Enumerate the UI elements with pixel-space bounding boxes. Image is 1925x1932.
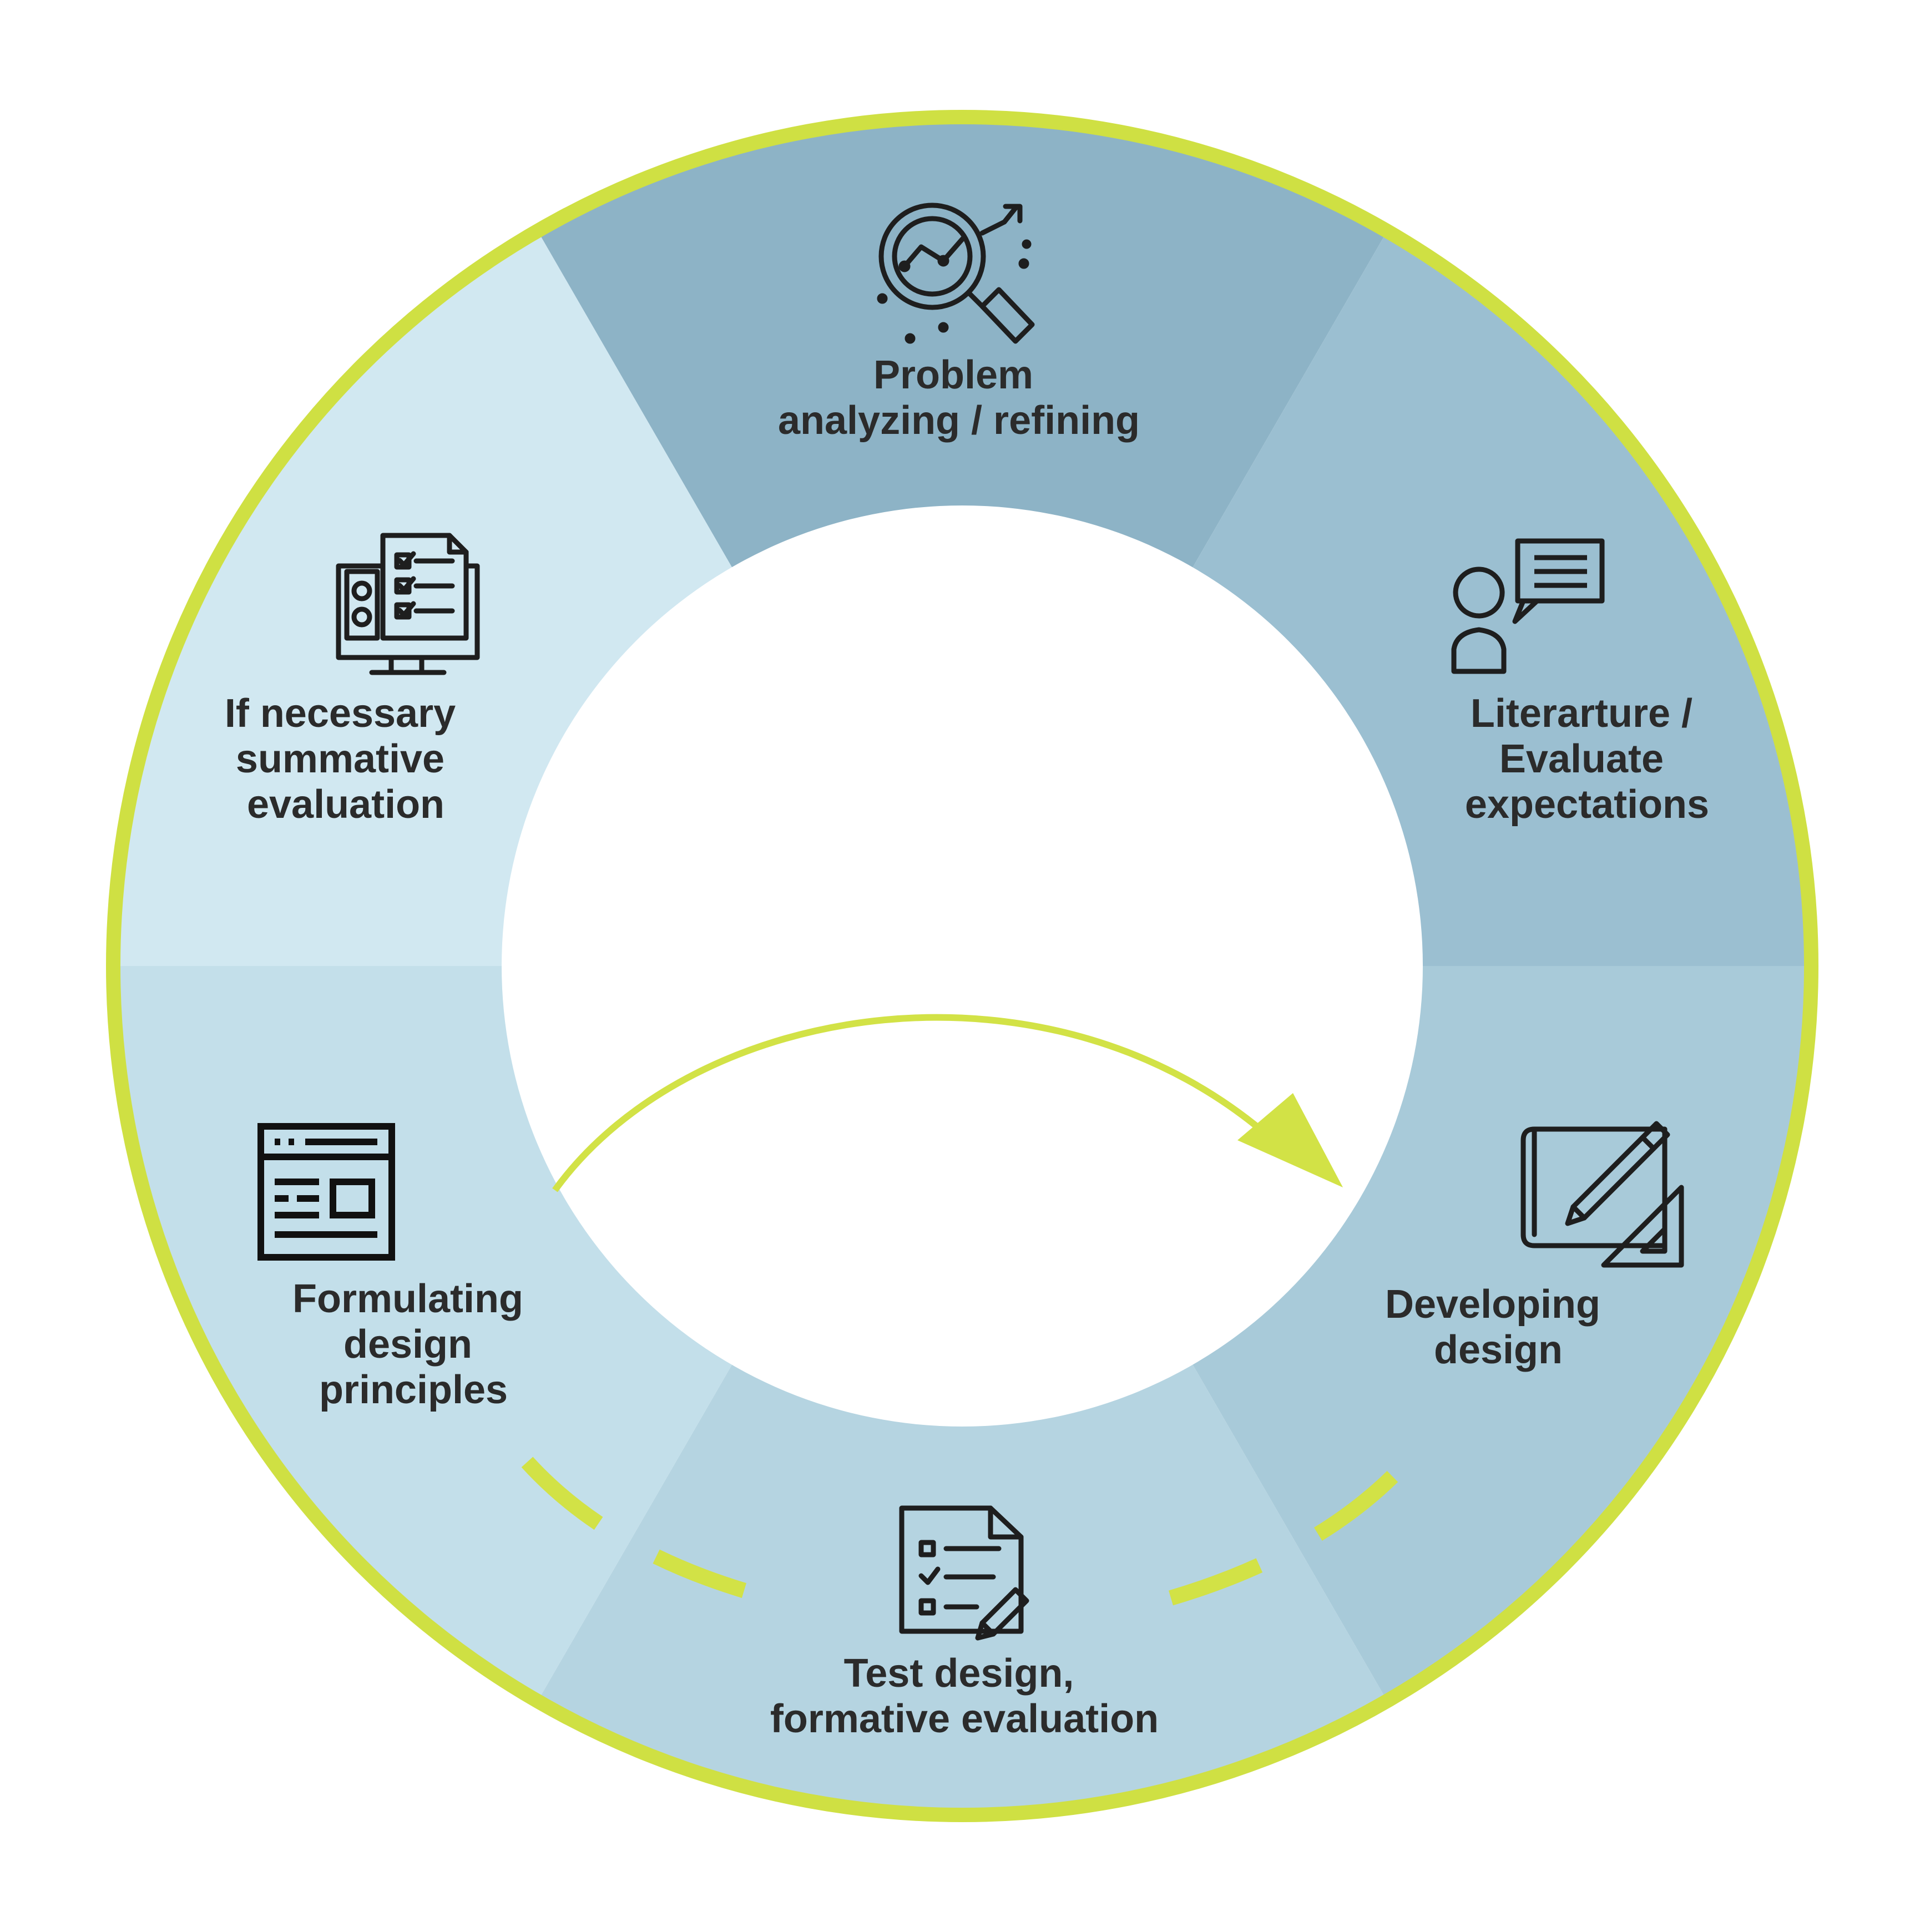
monitor-survey-icon	[336, 533, 480, 675]
magnifier-chart-icon	[877, 203, 1035, 344]
label-lower-left-line-2: design	[343, 1322, 472, 1367]
cycle-arrow-head	[1237, 1093, 1343, 1187]
checklist-document-icon	[899, 1505, 1029, 1641]
dashed-return-arc-right	[1169, 1459, 1410, 1606]
label-lower-right-line-1: Developing	[1385, 1282, 1600, 1327]
label-upper-right-line-1: Literarture /	[1471, 691, 1692, 736]
label-lower-left-line-3: principles	[319, 1368, 508, 1412]
cycle-arrow	[552, 1014, 1279, 1192]
person-speech-bubble-icon	[1451, 538, 1605, 674]
label-lower-right: Developing design	[1385, 1282, 1611, 1372]
label-upper-left-line-2: summative	[236, 737, 444, 781]
label-top-line-2: analyzing / refining	[778, 398, 1140, 443]
web-layout-icon	[257, 1123, 395, 1261]
label-upper-right-line-3: expectations	[1465, 782, 1709, 827]
label-upper-left: If necessary summative evaluation	[225, 691, 467, 827]
blueprint-pencil-icon	[1520, 1121, 1684, 1268]
label-upper-right-line-2: Evaluate	[1499, 737, 1664, 781]
label-lower-right-line-2: design	[1434, 1328, 1563, 1372]
label-upper-left-line-1: If necessary	[225, 691, 456, 736]
outer-ring	[106, 110, 1818, 1822]
label-upper-right: Literarture / Evaluate expectations	[1465, 691, 1709, 827]
dashed-return-arc	[521, 1456, 762, 1603]
label-top-line-1: Problem	[873, 353, 1033, 397]
center-hole	[502, 505, 1423, 1427]
label-bottom-line-2: formative evaluation	[770, 1697, 1159, 1741]
label-lower-left: Formulating design principles	[292, 1277, 534, 1412]
label-upper-left-line-3: evaluation	[247, 782, 444, 827]
label-bottom-line-1: Test design,	[844, 1651, 1074, 1696]
label-bottom: Test design, formative evaluation	[770, 1651, 1159, 1741]
label-top: Problem analyzing / refining	[778, 353, 1140, 443]
label-lower-left-line-1: Formulating	[292, 1277, 523, 1321]
